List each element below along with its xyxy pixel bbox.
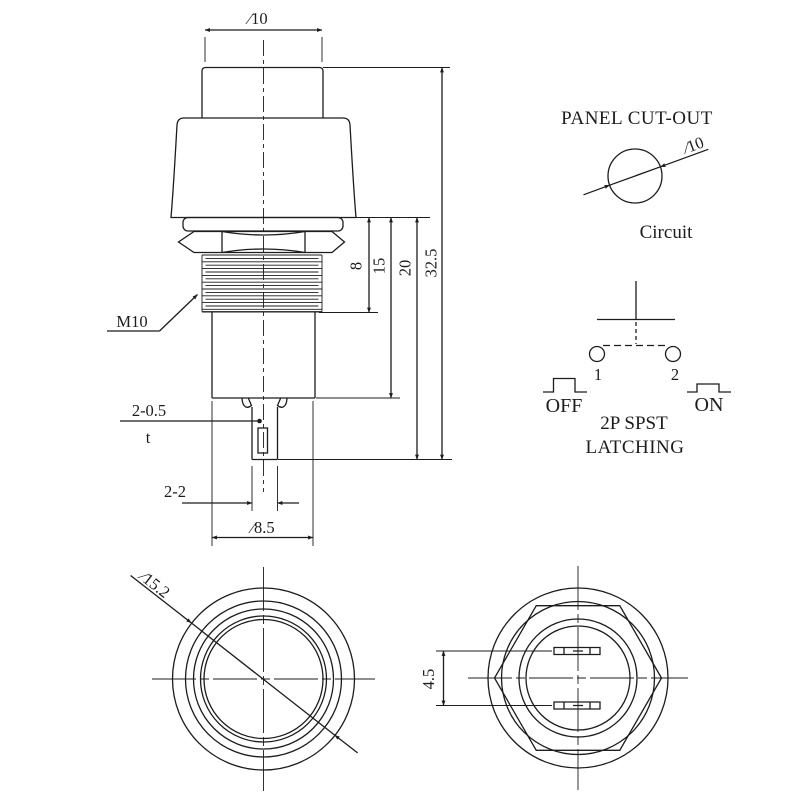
front-view [130, 567, 375, 791]
panel-hole-circle [607, 148, 663, 204]
terminal-2-label: 2 [671, 365, 679, 384]
thread-length-label: 8 [347, 262, 366, 270]
on-label: ON [695, 394, 724, 416]
button-cap-outline [170, 117, 357, 219]
button-inner-circle [203, 618, 324, 740]
terminal-spacing-label: 4.5 [419, 669, 438, 690]
bezel-ring-circle [184, 600, 343, 758]
rear-terminal-slot-bottom [553, 701, 601, 710]
bezel-diameter-label: ∕15.2 [135, 566, 174, 602]
flange-circle [500, 600, 656, 756]
actuator-symbol [597, 281, 675, 321]
overall-length-label: 32.5 [422, 249, 441, 278]
terminal-pin-outline [251, 407, 279, 461]
panel-dia-through-line [609, 166, 661, 186]
thread-size-label: M10 [116, 312, 147, 331]
switch-spec-line1: 2P SPST [600, 413, 668, 434]
break-line-hooks [241, 398, 288, 408]
hex-nut-right-facet [304, 230, 346, 254]
circuit-diagram [543, 281, 731, 393]
button-outer-circle [199, 615, 328, 743]
rear-inner-circle [525, 625, 631, 731]
dim-20-label: 20 [396, 260, 415, 277]
cap-dia-extension-lines [204, 37, 323, 62]
front-dia-arrow-lower [334, 734, 358, 754]
terminal-1-label: 1 [594, 365, 602, 384]
terminal-spacing-extension-lines [436, 650, 552, 706]
off-label: OFF [546, 395, 583, 417]
rear-body-circle [518, 618, 638, 738]
washer-outline [182, 216, 344, 232]
terminal-width-label: 2-2 [164, 482, 186, 501]
hex-nut-left-facet [177, 230, 223, 254]
rear-view [436, 566, 688, 790]
dim-15-label: 15 [370, 258, 389, 275]
circuit-caption: Circuit [640, 222, 693, 243]
button-plunger-outline [201, 66, 324, 118]
labels: ∕10 M10 2-0.5 t 2-2 ∕8.5 8 15 20 32.5 PA… [116, 9, 723, 689]
right-extension-lines [278, 67, 452, 460]
switch-spec-line2: LATCHING [586, 437, 685, 458]
bezel-inner-ring-circle [192, 608, 335, 750]
rear-terminal-slot-top [553, 646, 601, 656]
panel-hole-diameter-label: ∕10 [679, 133, 706, 158]
terminal-2-circle [664, 345, 682, 363]
panel-dia-arrow-left [583, 184, 610, 196]
terminal-thickness-label: 2-0.5 [132, 401, 166, 420]
panel-cutout-view [583, 148, 709, 204]
off-position-symbol [543, 377, 587, 393]
side-view [107, 28, 452, 546]
body-outline [202, 311, 322, 399]
rear-outer-circle [487, 587, 669, 769]
front-dia-through-line [190, 622, 336, 736]
body-dia-extension-lines [211, 401, 314, 546]
cap-diameter-label: ∕10 [245, 9, 267, 28]
hex-nut-outline [493, 605, 663, 751]
terminal-width-extension-lines [251, 466, 278, 511]
terminal-1-circle [588, 345, 606, 363]
front-dia-arrow-upper [130, 574, 192, 624]
on-position-symbol [687, 383, 731, 393]
thickness-symbol-label: t [146, 428, 151, 447]
hex-nut-middle-facet [221, 230, 306, 254]
leader-dot [257, 418, 262, 424]
body-diameter-label: ∕8.5 [248, 518, 274, 537]
panel-cutout-title: PANEL CUT-OUT [561, 108, 713, 129]
bezel-outer-circle [171, 587, 356, 771]
terminal-hole [257, 427, 269, 454]
thread-hatching [201, 254, 323, 312]
panel-dia-arrow-right [660, 148, 709, 168]
m10-leader [159, 294, 198, 332]
